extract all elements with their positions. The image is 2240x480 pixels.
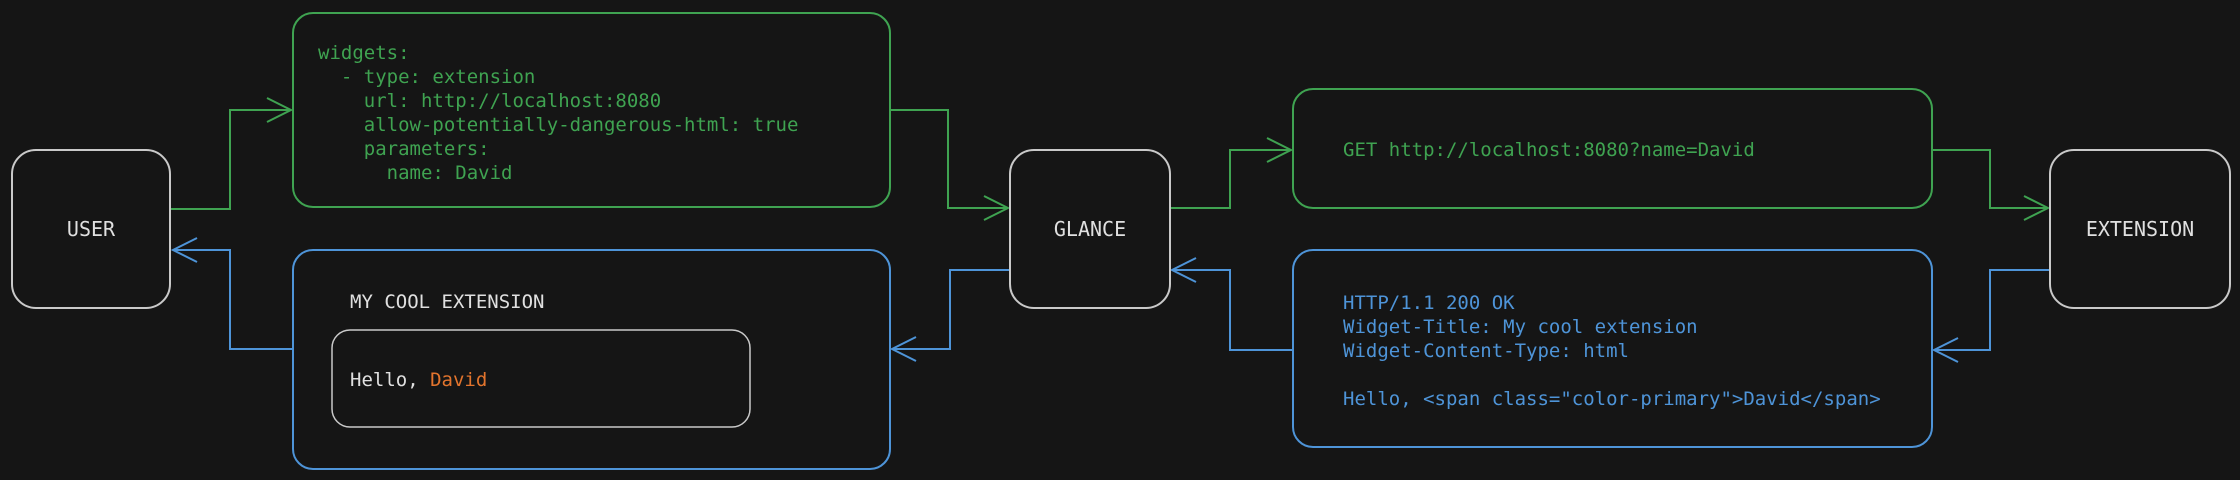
yaml-line: parameters:: [318, 138, 490, 160]
widget-title: MY COOL EXTENSION: [350, 291, 544, 313]
response-connector-widget-to-user: [170, 237, 293, 350]
request-connector-config-to-glance: [890, 109, 1011, 221]
connector-line: [1170, 149, 1290, 209]
yaml-line: url: http://localhost:8080: [318, 90, 661, 112]
arrowhead-right-icon: [1266, 137, 1294, 163]
http-response-line: HTTP/1.1 200 OK: [1343, 292, 1515, 314]
connector-line: [890, 109, 1007, 209]
connector-line: [1173, 269, 1293, 351]
extension-node-box: [2049, 149, 2231, 309]
http-response-box: HTTP/1.1 200 OK Widget-Title: My cool ex…: [1292, 249, 1933, 448]
arrowhead-right-icon: [266, 97, 294, 123]
http-request-line: GET http://localhost:8080?name=David: [1343, 139, 1755, 161]
arrowhead-right-icon: [2023, 195, 2051, 221]
widget-preview-border: [292, 249, 891, 470]
glance-node: GLANCE: [1009, 149, 1171, 309]
connector-line: [174, 249, 293, 350]
extension-node-label: EXTENSION: [2086, 217, 2194, 241]
connector-line: [893, 269, 1010, 350]
widget-preview-box: MY COOL EXTENSION Hello, David: [292, 249, 891, 470]
connector-line: [171, 109, 290, 210]
response-connector-response-to-glance: [1169, 257, 1293, 351]
arrowhead-left-icon: [889, 336, 917, 362]
greeting-name: David: [430, 369, 487, 391]
connector-line: [1932, 149, 2047, 209]
yaml-line: - type: extension: [318, 66, 535, 88]
request-connector-user-to-config: [171, 97, 294, 210]
yaml-line: name: David: [318, 162, 512, 184]
glance-node-label: GLANCE: [1054, 217, 1126, 241]
yaml-config-border: [292, 12, 891, 208]
yaml-line: allow-potentially-dangerous-html: true: [318, 114, 798, 136]
http-request-box: GET http://localhost:8080?name=David: [1292, 88, 1933, 209]
widget-greeting: Hello, David: [350, 369, 487, 391]
arrowhead-left-icon: [1931, 337, 1959, 363]
response-connector-glance-to-widget: [889, 269, 1010, 362]
connector-line: [1935, 269, 2050, 351]
widget-greeting-border: [331, 329, 751, 428]
arrowhead-left-icon: [170, 237, 198, 263]
http-response-border: [1292, 249, 1933, 448]
http-response-line: Widget-Content-Type: html: [1343, 340, 1629, 362]
http-request-border: [1292, 88, 1933, 209]
yaml-config-box: widgets: - type: extension url: http://l…: [292, 12, 891, 208]
greeting-prefix: Hello,: [350, 369, 430, 391]
arrowhead-left-icon: [1169, 257, 1197, 283]
response-connector-extension-to-response: [1931, 269, 2050, 363]
user-node: USER: [11, 149, 171, 309]
user-node-label: USER: [67, 217, 116, 241]
request-connector-glance-to-request: [1170, 137, 1294, 209]
http-response-line: Hello, <span class="color-primary">David…: [1343, 388, 1881, 410]
request-connector-request-to-extension: [1932, 149, 2051, 221]
yaml-line: widgets:: [318, 42, 410, 64]
arrowhead-right-icon: [983, 195, 1011, 221]
glance-node-box: [1009, 149, 1171, 309]
http-response-line: Widget-Title: My cool extension: [1343, 316, 1698, 338]
user-node-box: [11, 149, 171, 309]
extension-node: EXTENSION: [2049, 149, 2231, 309]
